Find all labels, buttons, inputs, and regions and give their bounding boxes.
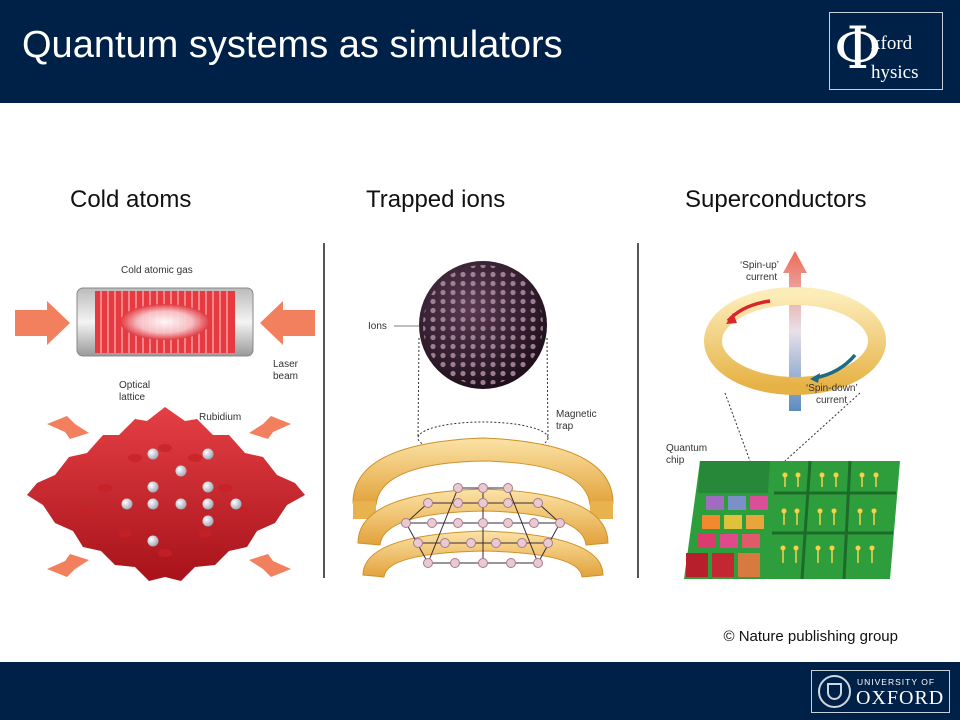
heading-cold-atoms: Cold atoms [70,186,192,213]
trapped-ions-illustration: Ions Magnetic trap [352,261,614,578]
logo-word-hysics: hysics [871,62,919,83]
superconductors-illustration: ‘Spin-up’ current ‘Spin-down’ current Qu… [666,251,900,580]
laser-arrow-icon [47,554,89,577]
label-ions: Ions [368,321,387,332]
image-credit: © Nature publishing group [723,628,899,645]
label-spin-up: ‘Spin-up’ [740,260,779,271]
laser-arrow-icon [249,416,291,439]
heading-superconductors: Superconductors [685,186,867,213]
label-spin-down: ‘Spin-down’ [806,383,858,394]
laser-arrow-icon [15,301,70,345]
atom-cloud [120,304,210,340]
label-chip: chip [666,455,685,466]
heading-trapped-ions: Trapped ions [366,186,506,213]
slide-title: Quantum systems as simulators [22,24,563,66]
logo-word-xford: xford [871,33,913,54]
footer-oxford: OXFORD [856,687,945,709]
phi-logo-icon: Φ [834,14,882,82]
label-quantum: Quantum [666,443,707,454]
cold-atoms-illustration: Cold atomic gas Laser beam Optical latti… [15,265,315,581]
ion-pattern [423,265,543,385]
label-trap: trap [556,421,574,432]
laser-arrow-icon [249,554,291,577]
superconducting-loop [704,287,886,395]
oxford-physics-logo: Φ xford hysics [829,12,943,90]
label-spin-down-current: current [816,395,847,406]
label-laser: Laser [273,359,299,370]
column-divider [323,243,325,578]
magnetic-trap-ring [357,488,609,546]
optical-lattice-sheet [27,407,305,581]
label-lattice: lattice [119,392,146,403]
label-magnetic: Magnetic [556,409,597,420]
label-optical: Optical [119,380,150,391]
label-beam: beam [273,371,298,382]
laser-arrow-icon [260,301,315,345]
oxford-crest-icon [818,675,851,708]
label-spin-up-current: current [746,272,777,283]
column-divider [637,243,639,578]
footer-bar [0,662,960,720]
laser-arrow-icon [47,416,89,439]
label-rubidium: Rubidium [199,412,241,423]
university-of-oxford-logo: UNIVERSITY OF OXFORD [811,670,950,713]
label-cold-atomic-gas: Cold atomic gas [121,265,193,276]
footer-university-of: UNIVERSITY OF [857,677,936,687]
header-bar: Quantum systems as simulators Φ xford hy… [0,0,960,103]
